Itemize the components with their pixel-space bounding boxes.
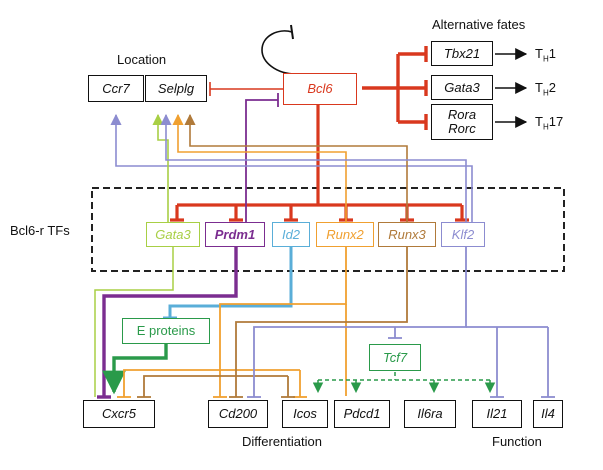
gene-ccr7: Ccr7: [88, 75, 144, 102]
gene-bcl6: Bcl6: [283, 73, 357, 105]
differentiation-label: Differentiation: [242, 434, 322, 449]
runx3-selplg-arrow: [184, 113, 408, 222]
bcl6r-tfs-label: Bcl6-r TFs: [10, 223, 70, 238]
e-proteins: E proteins: [122, 318, 210, 344]
gene-cxcr5: Cxcr5: [83, 400, 155, 428]
klf2-selplg-arrow: [160, 113, 467, 222]
alternative-fates-label: Alternative fates: [432, 17, 526, 32]
th1-label: TH1: [535, 46, 556, 64]
function-label: Function: [492, 434, 542, 449]
gene-icos: Icos: [282, 400, 328, 428]
location-label: Location: [117, 52, 167, 67]
tcf7-targets: [312, 372, 496, 394]
bcl6-fate-repression: [362, 46, 428, 130]
gene-pdcd1: Pdcd1: [334, 400, 390, 428]
tf-id2: Id2: [272, 222, 310, 247]
tf-runx3: Runx3: [378, 222, 436, 247]
gata3-selplg-arrow: [152, 113, 169, 222]
tf-klf2: Klf2: [441, 222, 485, 247]
tf-gata3: Gata3: [146, 222, 200, 247]
gene-tbx21: Tbx21: [431, 41, 493, 66]
bcl6-autoloop: [261, 30, 297, 75]
gata3-cxcr5-line: [94, 247, 174, 397]
klf2-targets: [247, 247, 555, 398]
prdm1-bcl6-repression: [245, 93, 279, 222]
bcl6-selplg-repression: [209, 82, 286, 96]
tf-prdm1: Prdm1: [205, 222, 265, 247]
gene-tcf7: Tcf7: [369, 344, 421, 371]
gene-il6ra: Il6ra: [404, 400, 456, 428]
tf-runx2: Runx2: [316, 222, 374, 247]
prdm1-cxcr5-repression: [97, 247, 238, 399]
gene-il21: Il21: [472, 400, 522, 428]
eproteins-cxcr5-arrow: [102, 344, 168, 395]
gene-cd200: Cd200: [208, 400, 268, 428]
runx2-selplg-arrow: [172, 113, 347, 222]
gene-gata3-fate: Gata3: [431, 75, 493, 100]
th17-label: TH17: [535, 114, 564, 132]
klf2-ccr7-arrow: [110, 113, 473, 222]
gene-selplg: Selplg: [145, 75, 207, 102]
bcl6-autoloop-bar: [290, 24, 294, 40]
th2-label: TH2: [535, 80, 556, 98]
fate-arrows: [495, 48, 528, 128]
gene-il4: Il4: [533, 400, 563, 428]
gene-rora-rorc: Rora Rorc: [431, 104, 493, 140]
runx3-targets: [137, 247, 408, 398]
